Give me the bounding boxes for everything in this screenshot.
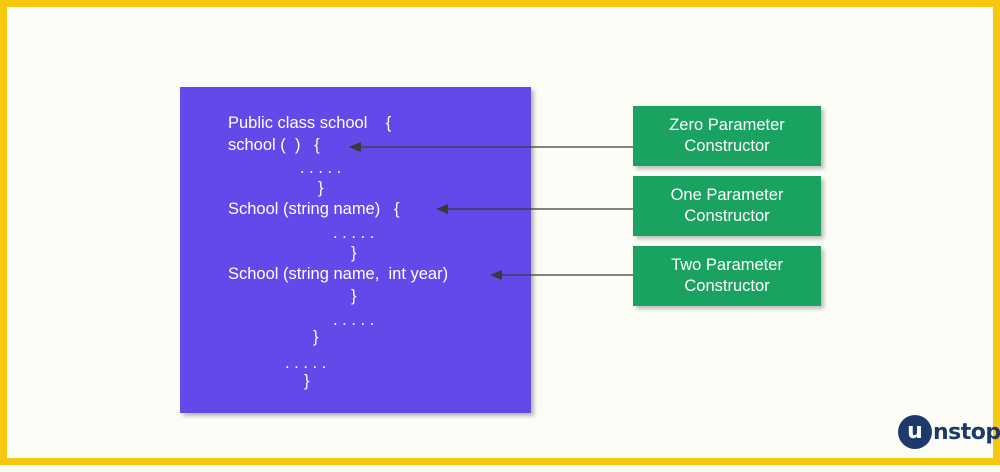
code-line-closing-brace: }	[351, 244, 357, 262]
label-zero-parameter-constructor: Zero Parameter Constructor	[633, 106, 821, 166]
code-line-ellipsis: . . . . .	[285, 354, 327, 372]
label-one-parameter-constructor: One Parameter Constructor	[633, 176, 821, 236]
label-line: Zero Parameter	[669, 116, 785, 134]
label-line: Two Parameter	[671, 256, 783, 274]
label-two-parameter-constructor: Two Parameter Constructor	[633, 246, 821, 306]
logo-letter-badge: u	[898, 415, 932, 449]
label-line: Constructor	[684, 137, 770, 155]
code-line-closing-brace: }	[304, 372, 310, 390]
code-line-ellipsis: . . . . .	[300, 159, 342, 177]
code-line-closing-brace: }	[313, 328, 319, 346]
code-line-two-param-constructor: School (string name, int year)	[228, 265, 449, 283]
code-line-ellipsis: . . . . .	[333, 224, 375, 242]
logo-wordmark: nstop	[933, 419, 1000, 445]
code-line-zero-param-constructor: school ( ) {	[228, 136, 320, 154]
label-line: Constructor	[684, 277, 770, 295]
code-line-ellipsis: . . . . .	[333, 311, 375, 329]
code-line-closing-brace: }	[351, 287, 357, 305]
code-block: Public class school { school ( ) { . . .…	[180, 87, 531, 413]
label-line: Constructor	[684, 207, 770, 225]
code-line-one-param-constructor: School (string name) {	[228, 200, 400, 218]
code-line-class-declaration: Public class school {	[228, 114, 392, 132]
unstop-logo: u nstop	[898, 415, 1000, 449]
code-line-closing-brace: }	[318, 179, 324, 197]
connector-arrows	[349, 142, 633, 280]
label-line: One Parameter	[670, 186, 784, 204]
